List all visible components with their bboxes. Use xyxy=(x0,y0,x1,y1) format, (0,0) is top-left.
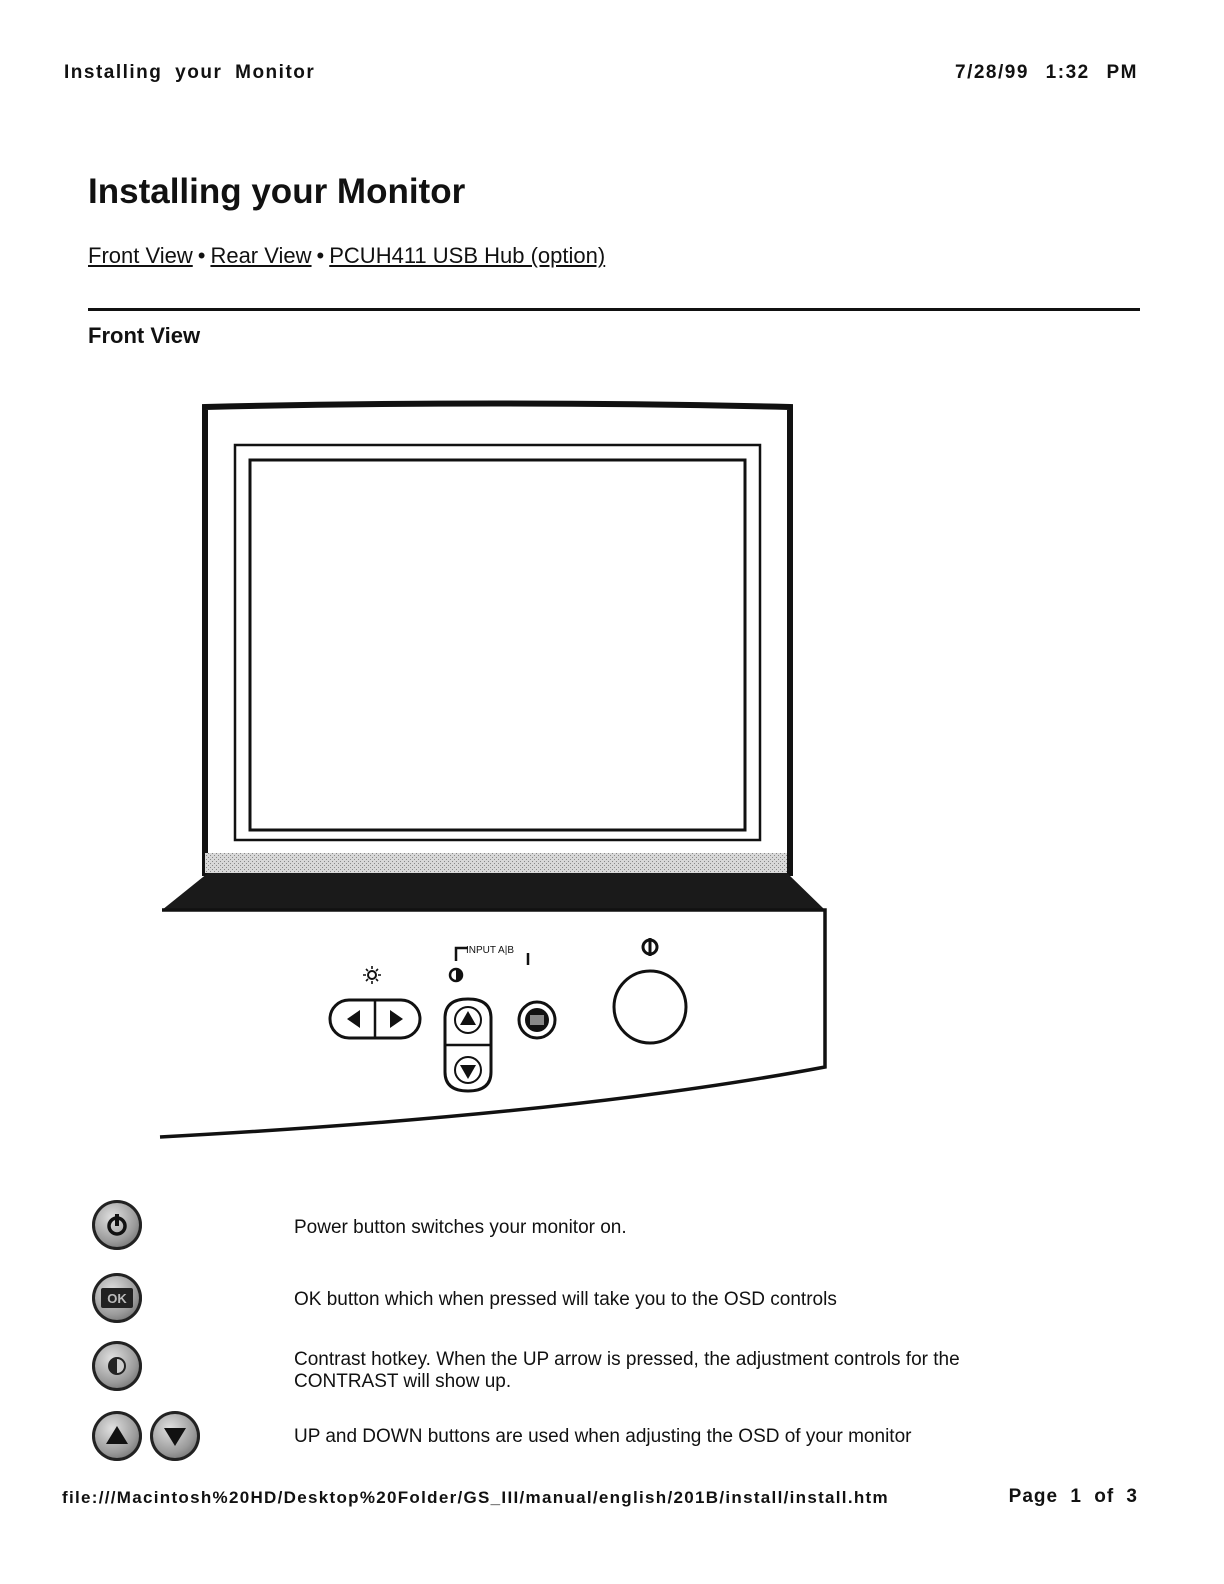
down-arrow-icon xyxy=(150,1411,200,1461)
left-right-button xyxy=(328,998,422,1040)
link-rear-view[interactable]: Rear View xyxy=(210,243,312,268)
input-ab-text: INPUT A|B xyxy=(466,945,514,956)
power-icon xyxy=(92,1200,142,1250)
input-ab-label: INPUT A|B xyxy=(454,945,530,965)
section-nav: Front View•Rear View•PCUH411 USB Hub (op… xyxy=(88,243,605,269)
up-down-button xyxy=(443,997,493,1093)
monitor-base xyxy=(159,908,827,1139)
svg-text:OK: OK xyxy=(107,1291,127,1306)
power-button xyxy=(612,969,688,1045)
description-text: Power button switches your monitor on. xyxy=(294,1217,627,1238)
contrast-icon xyxy=(92,1341,142,1391)
print-footer-url: file:///Macintosh%20HD/Desktop%20Folder/… xyxy=(62,1488,889,1507)
description-text: Contrast hotkey. When the UP arrow is pr… xyxy=(294,1349,960,1392)
page-title: Installing your Monitor xyxy=(88,172,466,211)
up-arrow-icon xyxy=(92,1411,142,1461)
bezel-gradient xyxy=(205,853,787,873)
monitor-front-view-illustration: INPUT A|B xyxy=(159,400,827,1139)
section-heading: Front View xyxy=(88,323,201,348)
nav-separator: • xyxy=(197,243,206,268)
brightness-icon xyxy=(363,966,381,984)
link-front-view[interactable]: Front View xyxy=(88,243,193,268)
ok-icon: OK xyxy=(92,1273,142,1323)
nav-separator: • xyxy=(316,243,325,268)
description-text: OK button which when pressed will take y… xyxy=(294,1289,837,1310)
ok-button xyxy=(517,1000,557,1040)
print-footer-page-number: Page 1 of 3 xyxy=(1008,1486,1138,1507)
description-text: UP and DOWN buttons are used when adjust… xyxy=(294,1426,912,1447)
monitor-chin xyxy=(162,873,825,910)
print-header-title: Installing your Monitor xyxy=(64,62,316,83)
link-usb-hub[interactable]: PCUH411 USB Hub (option) xyxy=(329,243,606,268)
contrast-symbol-icon xyxy=(448,967,464,983)
monitor-screen xyxy=(248,458,747,832)
power-symbol-icon xyxy=(641,938,659,956)
print-header-datetime: 7/28/99 1:32 PM xyxy=(955,62,1138,83)
horizontal-rule xyxy=(88,308,1140,311)
